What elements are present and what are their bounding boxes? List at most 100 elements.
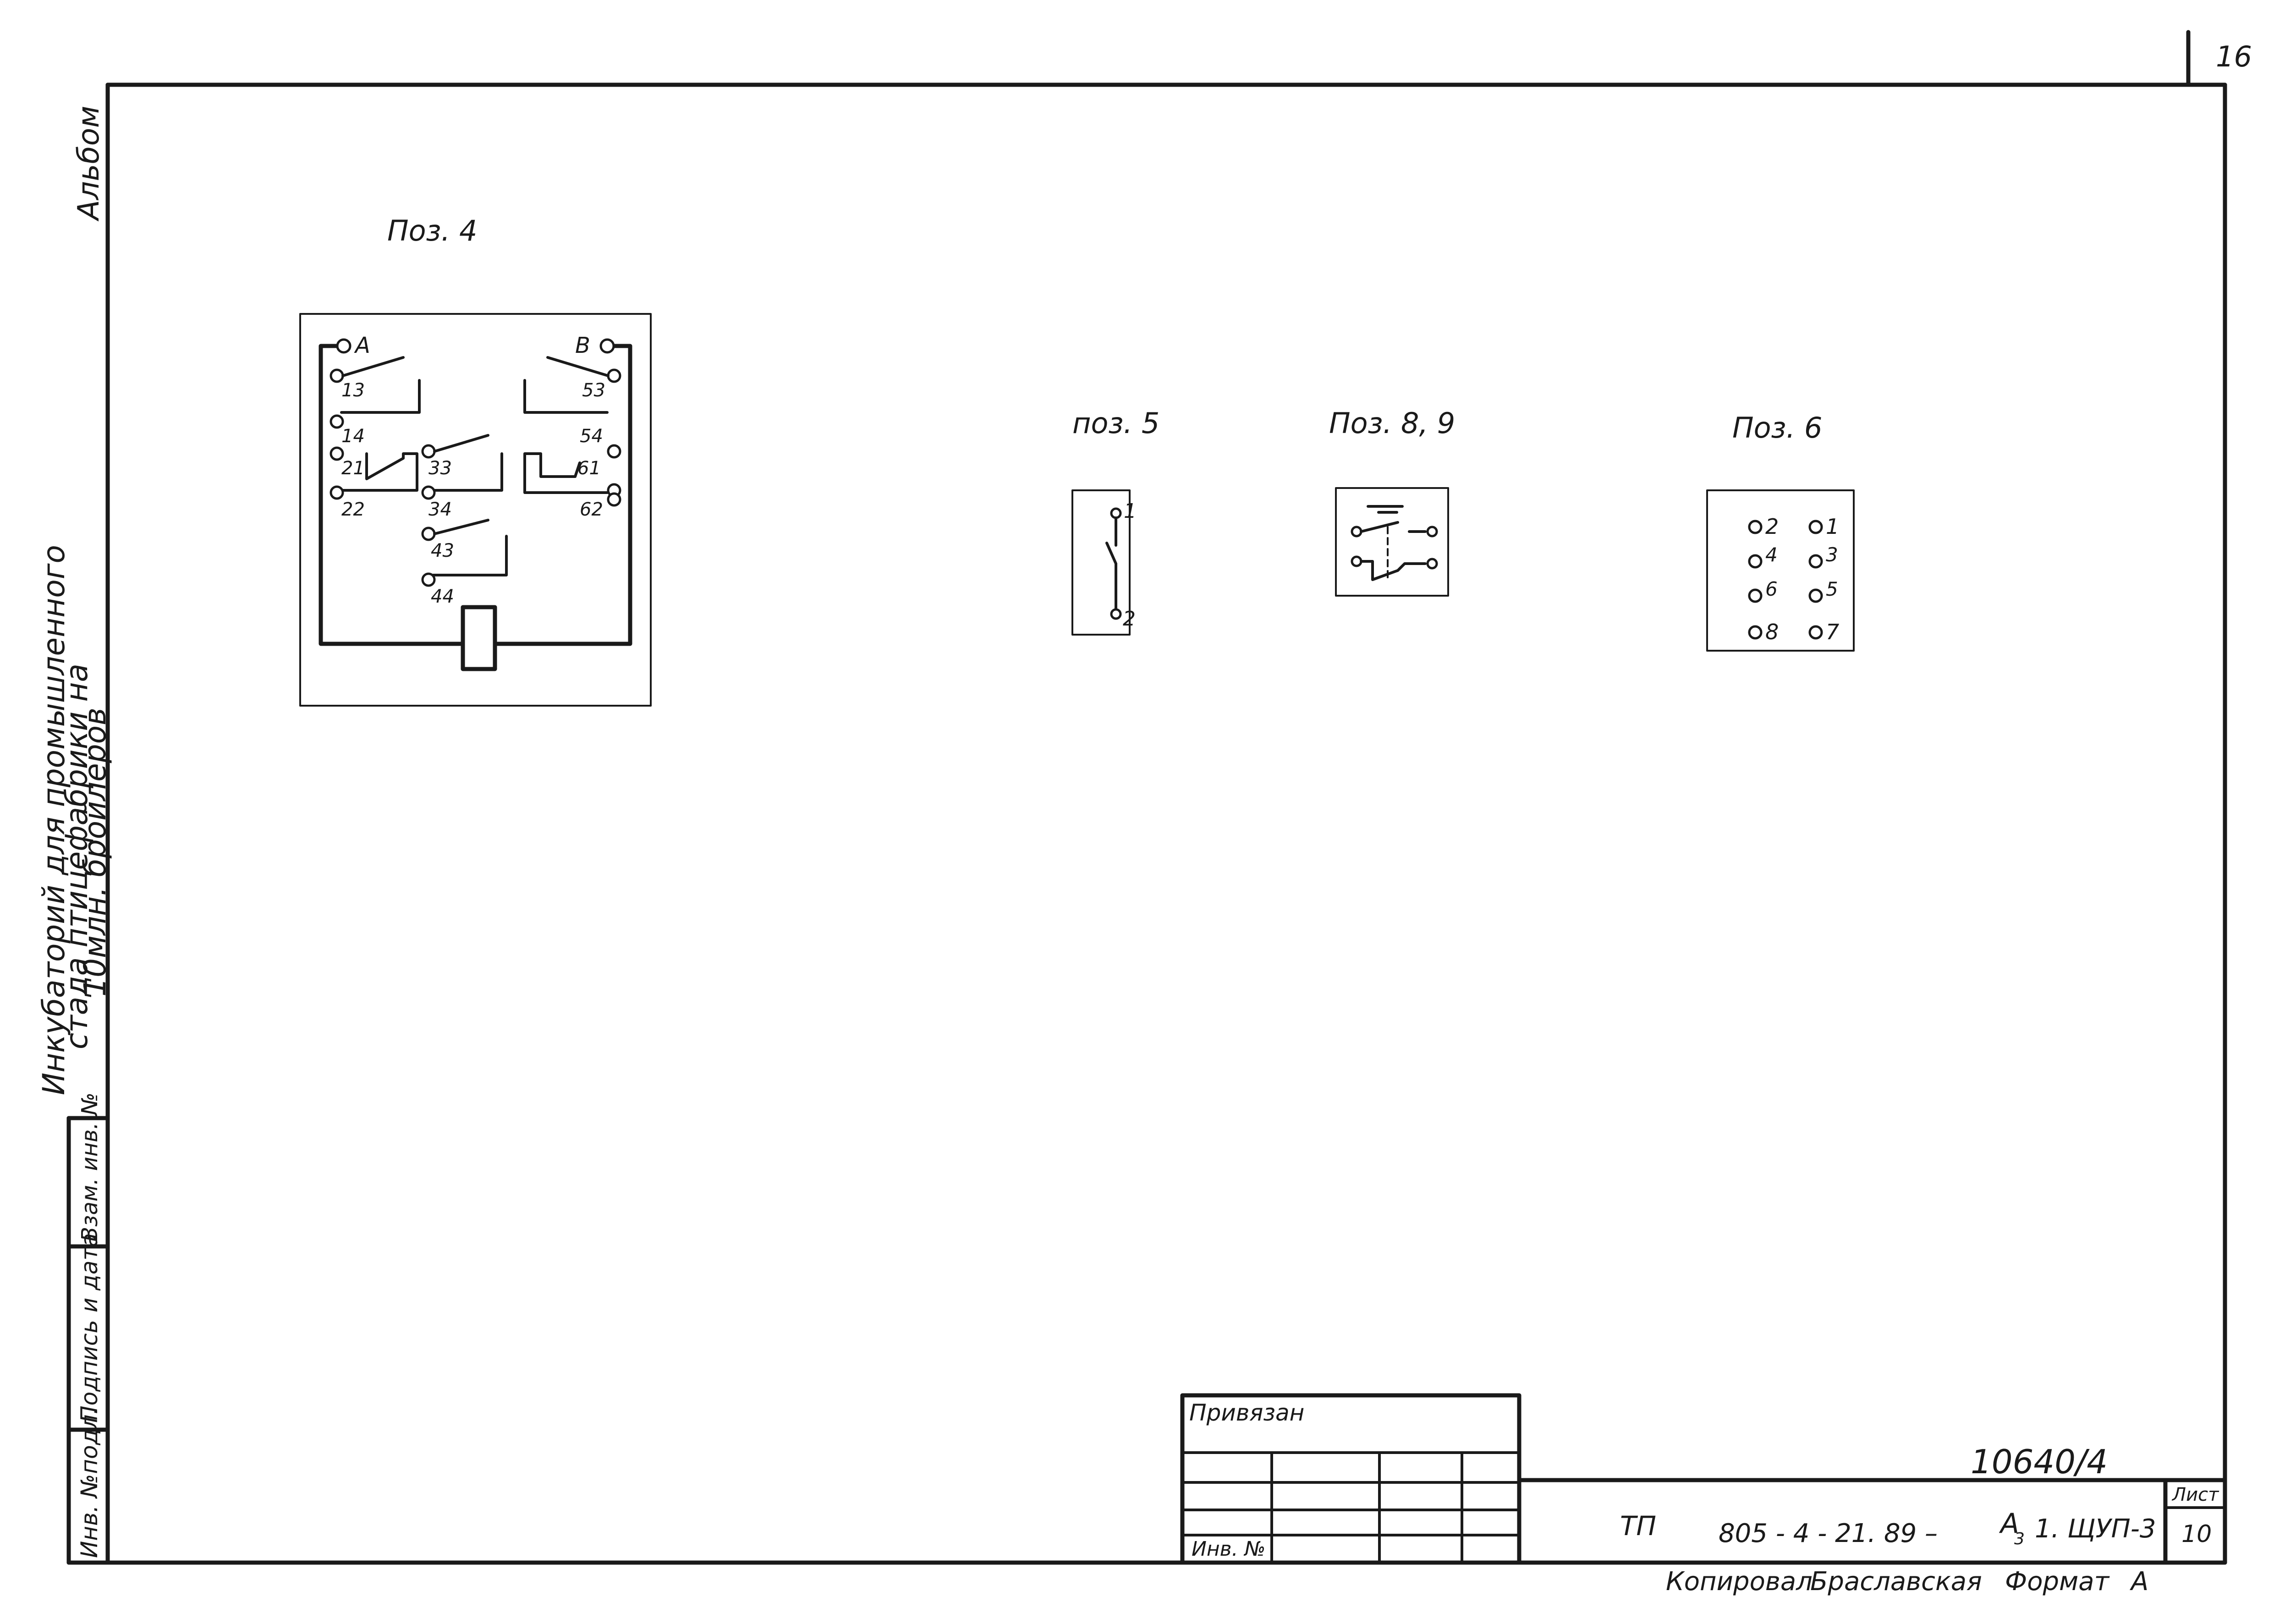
pos4-term-34	[421, 485, 436, 500]
pos6-pin-5	[1808, 588, 1823, 603]
pos4-contact-43-return	[432, 535, 508, 576]
pos4-title: Поз. 4	[387, 214, 477, 247]
footer: Копировал Браславская Формат А	[1666, 1567, 2148, 1597]
footer-copier-name: Браславская	[1810, 1567, 1982, 1597]
pos6-frame	[1706, 489, 1855, 652]
pos4-bus-right	[493, 344, 632, 646]
pos6-label-6: 6	[1765, 578, 1778, 600]
pos89-title: Поз. 8, 9	[1329, 406, 1455, 440]
pos4-term-44	[421, 572, 436, 587]
diagram-pos5: поз. 5 1 2	[1071, 406, 1159, 636]
pos4-term-14	[330, 414, 344, 429]
sheet-label: Лист	[2171, 1484, 2219, 1505]
diagram-pos4: Поз. 4 A B 13 14 53 54 21 22	[299, 214, 652, 707]
footer-format-value: А	[2130, 1567, 2148, 1597]
pos6-pin-2	[1748, 520, 1763, 534]
title-block: 10640/4 Лист 10 ТП 805 - 4 - 21. 89 – А …	[1517, 1443, 2227, 1565]
pos6-pin-8	[1748, 625, 1763, 640]
pos4-contact-13-blade	[341, 356, 405, 377]
pos4-label-62: 62	[580, 499, 603, 520]
pos4-term-62	[607, 492, 621, 507]
footer-copied-by: Копировал	[1666, 1567, 1813, 1597]
pos4-label-54: 54	[580, 426, 603, 447]
code-suffix-b: 1. ЩУП-3	[2035, 1514, 2156, 1544]
pos4-label-53: 53	[582, 380, 605, 401]
pos4-contact-43-blade	[433, 519, 489, 535]
pos4-term-53	[607, 368, 621, 383]
pos4-label-b: B	[575, 333, 590, 358]
pos6-label-1: 1	[1826, 514, 1839, 539]
pos6-pin-7	[1808, 625, 1823, 640]
pos4-label-33: 33	[428, 458, 452, 479]
pos6-label-4: 4	[1765, 543, 1778, 566]
album-label: Альбом	[72, 106, 106, 222]
pos6-pin-1	[1808, 520, 1823, 534]
pos4-bus-left	[319, 344, 465, 646]
pos89-term-tr	[1426, 526, 1438, 538]
pos4-contact-33-return	[432, 452, 503, 492]
pos4-term-54	[607, 444, 621, 459]
pos4-label-13: 13	[341, 380, 365, 401]
pos6-title: Поз. 6	[1732, 411, 1822, 444]
pos89-no-blade	[1360, 521, 1399, 533]
diagram-pos89: Поз. 8, 9	[1329, 406, 1455, 597]
footer-format-label: Формат	[2005, 1567, 2110, 1597]
project-title-line3: 10млн. бройлеров	[77, 708, 113, 997]
pos5-frame	[1071, 489, 1131, 636]
pos4-contact-53-return	[523, 379, 609, 414]
pos4-contact-33-blade	[433, 434, 489, 453]
pos4-label-44: 44	[431, 586, 454, 607]
pos89-term-br	[1426, 558, 1438, 570]
binding-block: Привязан Инв. №	[1180, 1393, 1521, 1565]
pos89-nc-contact	[1360, 560, 1427, 581]
pos4-contact-53-blade	[546, 356, 610, 377]
stamp-cell-inv-podl: Инв. №подл.	[76, 1407, 103, 1558]
binding-title: Привязан	[1189, 1399, 1304, 1426]
pos4-label-61: 61	[577, 458, 601, 479]
handwritten-number: 10640/4	[1971, 1443, 2108, 1481]
pos6-label-5: 5	[1826, 578, 1838, 600]
pos5-term-2	[1110, 608, 1122, 620]
project-title-line2: стада птицефабрики на	[59, 664, 94, 1049]
pos4-label-14: 14	[341, 426, 365, 447]
pos5-label-1: 1	[1124, 499, 1137, 523]
code-suffix-sub: 3	[2014, 1530, 2025, 1548]
pos5-blade	[1105, 542, 1117, 565]
stamp-cell-replace-inv: Взам. инв. №	[77, 1092, 103, 1242]
sheet-corner-number: 16	[2216, 40, 2252, 73]
pos4-coil	[461, 605, 497, 671]
project-title-line1: Инкубаторий для промышленного	[36, 545, 71, 1095]
side-panel: Альбом Инкубаторий для промышленного ста…	[36, 106, 113, 1565]
pos4-terminal-a	[336, 338, 352, 354]
pos4-term-22	[330, 485, 344, 500]
pos89-frame	[1335, 487, 1449, 597]
pos5-title: поз. 5	[1072, 406, 1159, 440]
pos4-contact-61	[523, 452, 609, 494]
stamp-cell-signature-date: Подпись и дата	[76, 1233, 103, 1423]
pos6-pin-6	[1748, 588, 1763, 603]
code-prefix: ТП	[1620, 1510, 1656, 1542]
code-suffix-a: А	[1999, 1508, 2019, 1540]
pos5-label-2: 2	[1123, 607, 1136, 631]
pos6-pin-3	[1808, 554, 1823, 569]
pos4-label-34: 34	[428, 499, 452, 520]
pos4-contact-13-return	[340, 379, 421, 414]
pos4-label-a: A	[354, 333, 370, 358]
pos6-label-2: 2	[1765, 514, 1779, 539]
pos4-terminal-b	[599, 338, 615, 354]
pos4-term-43	[421, 527, 436, 541]
pos4-term-21	[330, 446, 344, 461]
pos6-label-8: 8	[1765, 620, 1779, 644]
pos4-label-43: 43	[431, 540, 454, 561]
pos4-frame	[299, 313, 652, 707]
code-main: 805 - 4 - 21. 89 –	[1719, 1519, 1938, 1548]
pos6-pin-4	[1748, 554, 1763, 569]
pos4-contact-21	[340, 452, 418, 492]
pos4-label-22: 22	[341, 499, 365, 520]
pos6-label-3: 3	[1826, 543, 1838, 566]
diagram-pos6: Поз. 6 2 1 4 3 6 5 8 7	[1706, 411, 1855, 652]
pos4-label-21: 21	[341, 458, 365, 479]
pos6-label-7: 7	[1826, 620, 1839, 644]
binding-inv-label: Инв. №	[1192, 1537, 1265, 1561]
